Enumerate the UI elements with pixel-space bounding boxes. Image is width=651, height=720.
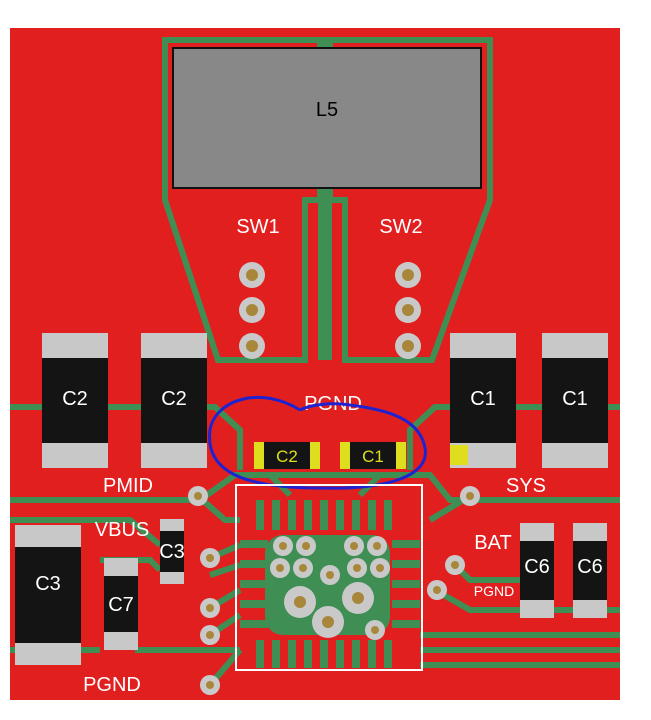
cap-c2-right-label: C2 (161, 388, 187, 410)
net-label-pgnd-right: PGND (474, 583, 514, 599)
cap-c6-right-label: C6 (577, 556, 603, 578)
signal-traces (10, 493, 620, 687)
cap-c1-small (340, 442, 406, 469)
cap-c6-right (573, 523, 607, 618)
cap-c1-right-label: C1 (562, 388, 588, 410)
peripheral-vias (188, 486, 480, 695)
cap-c1-small-label: C1 (362, 447, 384, 466)
ic-vias (270, 536, 390, 640)
cap-c1-right (542, 333, 608, 468)
inductor-l5 (172, 47, 482, 189)
net-label-sys: SYS (506, 475, 546, 497)
cap-c2-left-label: C2 (62, 388, 88, 410)
net-label-pgnd-bottom: PGND (83, 674, 141, 696)
cap-c2-small-label: C2 (276, 447, 298, 466)
cap-c3-small (160, 519, 184, 584)
net-label-sw2: SW2 (379, 216, 422, 238)
cap-c2-small (254, 442, 320, 469)
cap-c1-left-label: C1 (470, 388, 496, 410)
highlight-loop (208, 395, 427, 490)
ic-outline (235, 484, 423, 671)
cap-c6-left (520, 523, 554, 618)
cap-c7-label: C7 (108, 594, 134, 616)
net-label-vbus: VBUS (95, 519, 149, 541)
cap-c2-right (141, 333, 207, 468)
cap-c6-left-label: C6 (524, 556, 550, 578)
net-label-sw1: SW1 (236, 216, 279, 238)
sw1-vias (239, 262, 265, 359)
cap-c3-small-label: C3 (159, 541, 185, 563)
cap-c1-left (450, 333, 516, 468)
inductor-label: L5 (316, 99, 338, 121)
sw2-vias (395, 262, 421, 359)
ic-pins (240, 500, 420, 668)
cap-c3-big (15, 525, 81, 665)
cap-c3-big-label: C3 (35, 573, 61, 595)
net-label-pmid: PMID (103, 475, 153, 497)
cap-c2-left (42, 333, 108, 468)
net-label-bat: BAT (474, 532, 511, 554)
cap-c7 (104, 558, 138, 650)
